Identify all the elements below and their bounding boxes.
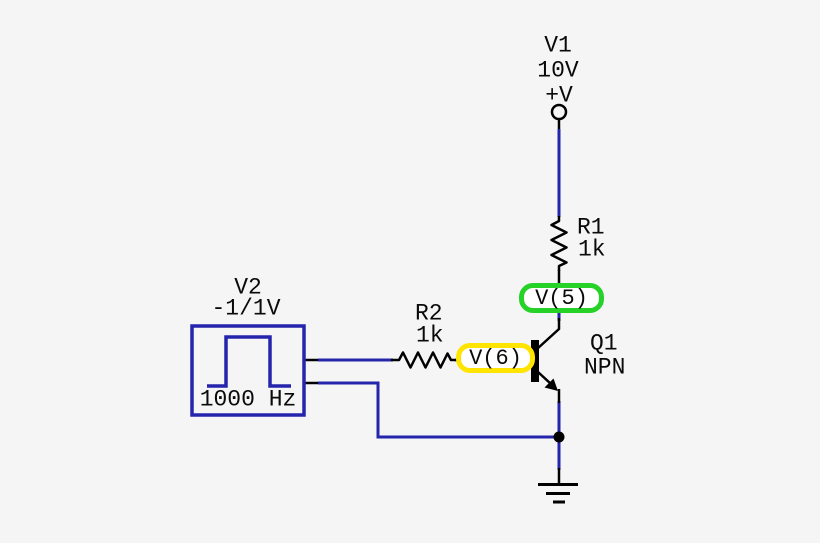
probe-v6-label: V(6) [469, 345, 522, 371]
probe-v5-collector-node[interactable]: V(5) [519, 283, 604, 313]
v2-value: -1/1V [211, 295, 281, 322]
transistor-base-bar [531, 340, 539, 382]
pulse-waveform-icon [207, 335, 291, 388]
transistor-emitter-lead [537, 371, 552, 385]
probe-v6-base-node[interactable]: V(6) [456, 343, 535, 373]
r1-designator: R1 [577, 214, 605, 241]
wire-v2-return [318, 381, 556, 439]
transistor-collector-lead [536, 318, 561, 350]
power-terminal-icon [550, 103, 568, 121]
v2-frequency: 1000 Hz [199, 386, 297, 413]
junction-dot-icon [553, 431, 565, 443]
ground-icon [538, 468, 578, 504]
r1-value: 1k [578, 236, 606, 263]
v1-terminal-label: +V [545, 82, 573, 109]
q1-type: NPN [584, 354, 626, 381]
transistor-emitter-arrow-icon [544, 378, 558, 391]
v2-designator: V2 [234, 274, 262, 301]
probe-v5-label: V(5) [535, 285, 588, 311]
v1-designator: V1 [544, 32, 572, 59]
r2-designator: R2 [415, 300, 443, 327]
resistor-r1-icon [550, 216, 568, 271]
npn-transistor-icon [531, 318, 561, 403]
v1-value: 10V [537, 57, 579, 84]
resistor-r2-icon [391, 351, 458, 369]
r2-value: 1k [416, 322, 444, 349]
q1-designator: Q1 [590, 330, 618, 357]
pulse-source-box [190, 324, 306, 417]
